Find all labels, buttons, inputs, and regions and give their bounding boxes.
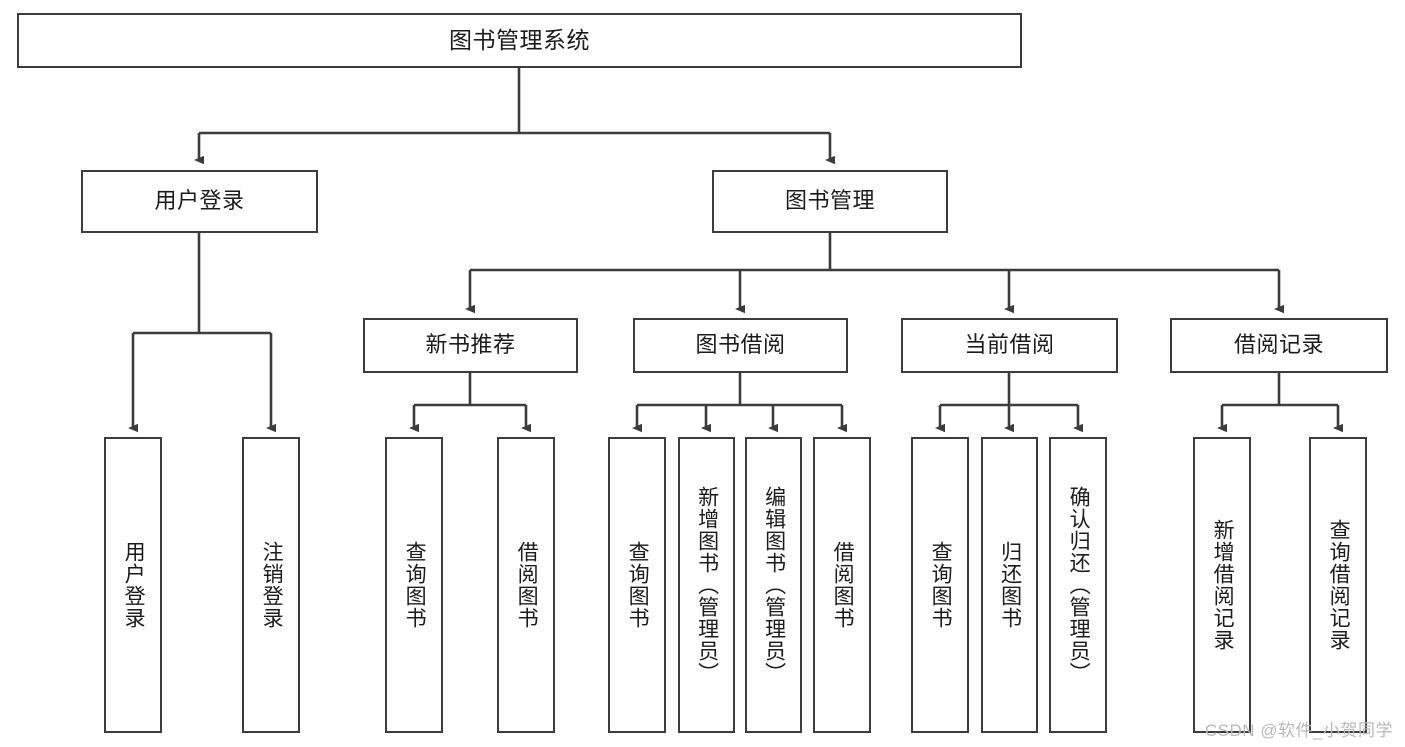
node-label: 借阅图书 [831,541,855,629]
leaf-add-borrow-record[interactable]: 新增借阅记录 [1193,437,1251,733]
node-label: 新增图书（管理员） [695,486,719,684]
leaf-borrow-book-recommendation[interactable]: 借阅图书 [497,437,555,733]
leaf-add-book-admin[interactable]: 新增图书（管理员） [678,437,735,733]
node-borrowing-record[interactable]: 借阅记录 [1170,318,1388,373]
leaf-user-login[interactable]: 用户登录 [104,437,162,733]
node-label: 注销登录 [260,541,284,629]
node-label: 当前借阅 [964,332,1055,358]
node-label: 借阅图书 [515,541,539,629]
node-label: 查询图书 [929,541,953,629]
node-label: 图书借阅 [695,332,786,358]
node-current-borrowing[interactable]: 当前借阅 [901,318,1118,373]
leaf-query-book-current[interactable]: 查询图书 [911,437,969,733]
node-label: 编辑图书（管理员） [762,486,786,684]
leaf-edit-book-admin[interactable]: 编辑图书（管理员） [745,437,802,733]
node-label: 确认归还（管理员） [1067,486,1091,684]
node-label: 用户登录 [154,188,245,214]
leaf-return-book[interactable]: 归还图书 [981,437,1038,733]
node-root-book-management-system[interactable]: 图书管理系统 [17,13,1022,68]
node-label: 查询借阅记录 [1327,519,1351,651]
leaf-query-book-borrowing[interactable]: 查询图书 [608,437,666,733]
node-new-book-recommendation[interactable]: 新书推荐 [363,318,578,373]
node-book-management[interactable]: 图书管理 [712,170,948,233]
node-label: 查询图书 [403,541,427,629]
node-label: 新书推荐 [425,332,516,358]
node-label: 查询图书 [626,541,650,629]
node-label: 图书管理 [784,188,875,214]
node-label: 图书管理系统 [449,26,590,53]
node-label: 借阅记录 [1233,332,1324,358]
leaf-query-borrow-record[interactable]: 查询借阅记录 [1309,437,1367,733]
node-book-borrowing[interactable]: 图书借阅 [633,318,848,373]
leaf-query-book-recommendation[interactable]: 查询图书 [385,437,443,733]
node-label: 归还图书 [998,541,1022,629]
node-label: 用户登录 [122,541,146,629]
leaf-borrow-book-borrowing[interactable]: 借阅图书 [813,437,871,733]
node-user-login[interactable]: 用户登录 [81,170,318,233]
leaf-logout[interactable]: 注销登录 [242,437,300,733]
node-label: 新增借阅记录 [1211,519,1235,651]
leaf-confirm-return-admin[interactable]: 确认归还（管理员） [1049,437,1107,733]
watermark: CSDN @软件_小贺同学 [1204,721,1393,740]
